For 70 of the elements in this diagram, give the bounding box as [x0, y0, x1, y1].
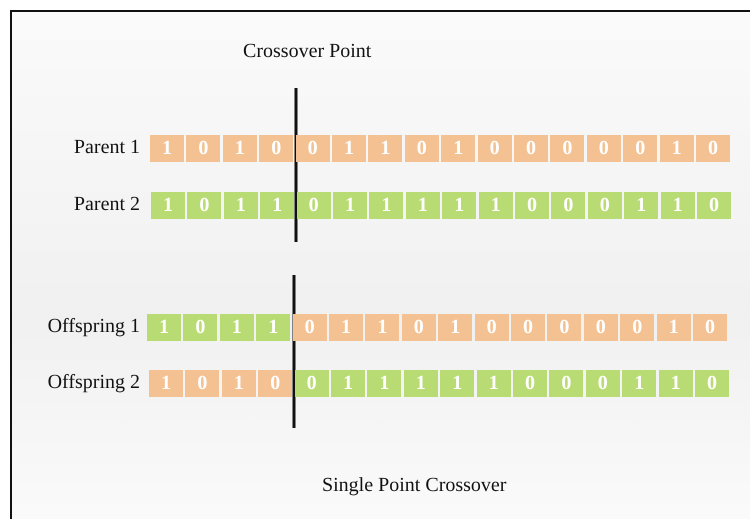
bit-cell: 0: [474, 314, 509, 341]
bit-cell: 1: [222, 135, 257, 162]
bit-cell: 0: [511, 314, 545, 341]
bit-cell: 0: [588, 192, 622, 219]
bit-cell: 1: [147, 314, 181, 341]
bit-cell: 1: [151, 192, 185, 219]
bit-cell: 0: [623, 135, 658, 162]
bit-cell: 0: [584, 314, 618, 341]
bit-cell: 1: [660, 192, 695, 219]
bit-cell: 0: [402, 314, 436, 341]
row-label: Parent 1: [72, 136, 140, 159]
bit-cell: 0: [547, 314, 582, 341]
bit-cell: 1: [260, 192, 294, 219]
row-label: Offspring 2: [46, 371, 140, 394]
bit-cell: 1: [622, 370, 656, 397]
bit-cell: 0: [586, 135, 621, 162]
bit-cell: 0: [294, 370, 329, 397]
bit-cell: 0: [514, 135, 548, 162]
bit-cell: 1: [658, 370, 693, 397]
bit-cell: 1: [476, 370, 511, 397]
bit-cell: 1: [329, 314, 363, 341]
bit-cell: 1: [441, 135, 476, 162]
bit-cell: 0: [259, 135, 294, 162]
heading-label: Crossover Point: [243, 40, 372, 63]
bit-cell: 1: [660, 135, 694, 162]
row-label: Offspring 1: [46, 315, 140, 338]
bit-cell: 1: [369, 192, 404, 219]
bit-cell: 1: [368, 135, 402, 162]
bit-cell: 1: [220, 314, 254, 341]
bit-cell: 0: [693, 314, 727, 341]
bit-cell: 0: [183, 314, 218, 341]
bit-cell: 0: [296, 135, 330, 162]
bit-cell: 1: [656, 314, 691, 341]
bit-cell: 1: [478, 192, 513, 219]
bit-cell: 0: [258, 370, 292, 397]
row-label: Parent 2: [72, 193, 140, 216]
bit-cell: 0: [513, 370, 547, 397]
bit-cell: 1: [256, 314, 290, 341]
bit-cell: 1: [222, 370, 256, 397]
bit-cell: 0: [620, 314, 654, 341]
bit-cell: 0: [549, 370, 584, 397]
bit-cell: 0: [695, 370, 729, 397]
bit-cell: 0: [515, 192, 549, 219]
caption: Single Point Crossover: [322, 474, 506, 497]
bit-cell: 0: [186, 135, 220, 162]
bit-cell: 1: [442, 192, 476, 219]
bit-cell: 1: [224, 192, 258, 219]
bit-cell: 1: [624, 192, 658, 219]
bit-cell: 1: [404, 370, 438, 397]
bit-cell: 1: [333, 192, 367, 219]
bit-cell: 1: [331, 370, 365, 397]
bit-cell: 0: [586, 370, 620, 397]
bit-cell: 1: [149, 370, 183, 397]
bit-cell: 0: [292, 314, 327, 341]
bit-cell: 0: [697, 192, 731, 219]
bit-cell: 1: [150, 135, 184, 162]
bit-cell: 0: [696, 135, 730, 162]
bit-cell: 0: [478, 135, 512, 162]
bit-cell: 0: [296, 192, 331, 219]
bit-cell: 1: [365, 314, 400, 341]
bit-cell: 1: [438, 314, 472, 341]
bit-cell: 1: [406, 192, 440, 219]
bit-cell: 0: [404, 135, 439, 162]
bit-cell: 1: [367, 370, 402, 397]
bit-cell: 1: [440, 370, 474, 397]
bit-cell: 0: [550, 135, 584, 162]
bit-cell: 1: [332, 135, 366, 162]
bit-cell: 0: [185, 370, 220, 397]
bit-cell: 0: [187, 192, 222, 219]
bit-cell: 0: [551, 192, 586, 219]
